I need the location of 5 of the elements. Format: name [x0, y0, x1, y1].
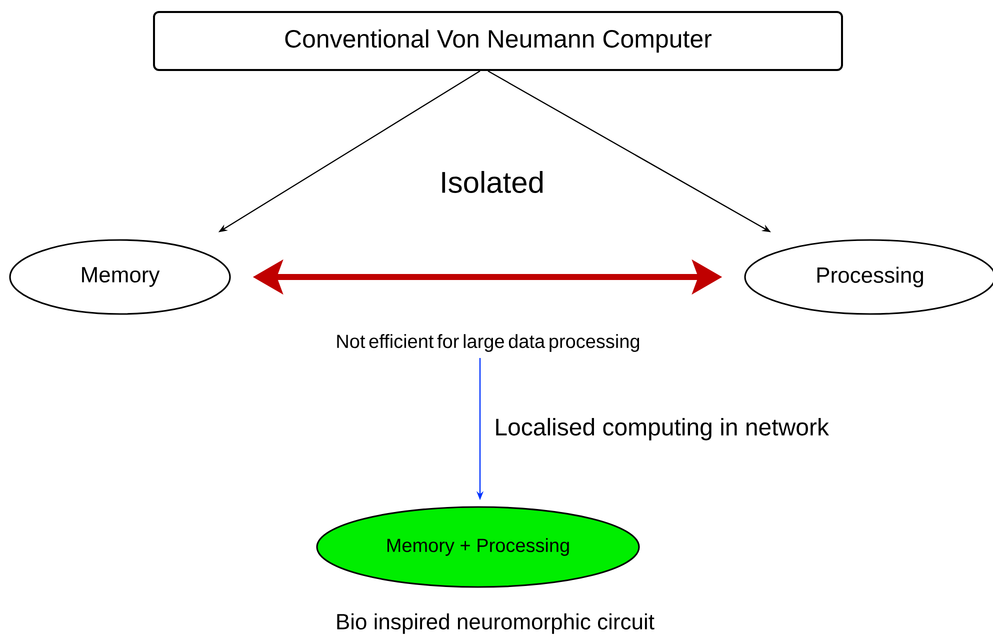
title-box: Conventional Von Neumann Computer [153, 11, 843, 71]
note-text: Not efficient for large data processing [337, 334, 640, 352]
edge-label: Localised computing in network [496, 418, 829, 440]
caption-text: Bio inspired neuromorphic circuit [337, 613, 654, 634]
heading-label: Isolated [442, 170, 543, 194]
